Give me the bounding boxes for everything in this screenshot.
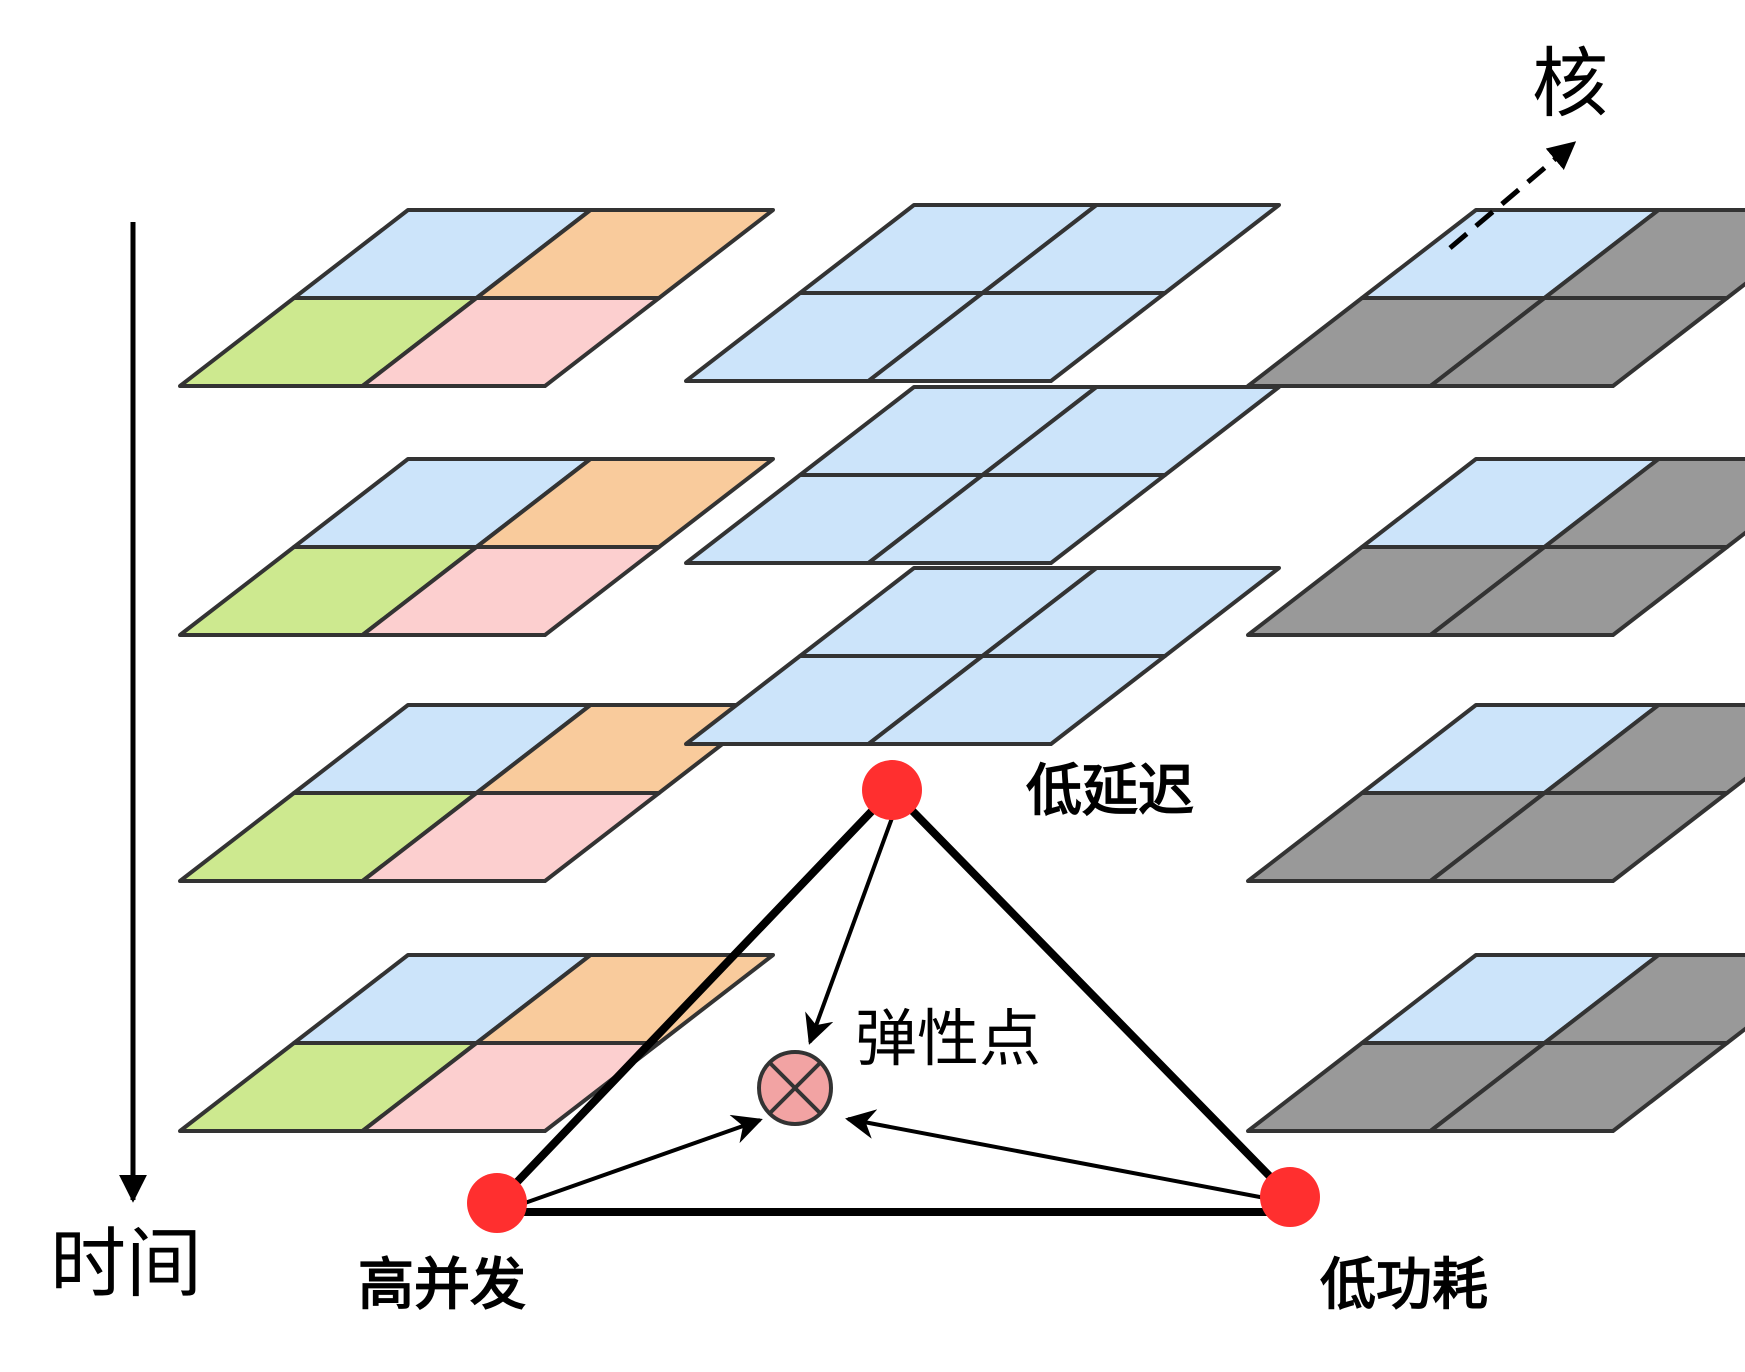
core-cell [1428, 296, 1729, 388]
core-layer [178, 208, 775, 388]
vertex-high-concurrency [467, 1173, 527, 1233]
core-layer [178, 457, 775, 637]
core-cell [1428, 545, 1729, 637]
vertex-low-latency [862, 760, 922, 820]
arrow-latency-to-elastic [805, 817, 894, 1045]
core-layer [684, 566, 1281, 746]
core-axis: 核 [1448, 39, 1608, 250]
time-axis-label: 时间 [50, 1219, 202, 1308]
core-cell [1428, 1041, 1729, 1133]
triangle-edge-right [889, 787, 1293, 1200]
core-layer [684, 385, 1281, 565]
high-concurrency-column [178, 208, 775, 1133]
low-latency-column [684, 203, 1281, 746]
label-high-concurrency: 高并发 [358, 1253, 526, 1318]
vertex-low-power [1260, 1167, 1320, 1227]
label-low-latency: 低延迟 [1026, 759, 1194, 824]
core-layer [1246, 457, 1745, 637]
elastic-point-marker [757, 1050, 833, 1126]
core-layer [1246, 953, 1745, 1133]
core-cell [866, 473, 1167, 565]
core-layer [178, 953, 775, 1133]
core-layer [1246, 703, 1745, 883]
core-direction-arrow [1448, 141, 1577, 250]
label-elastic-point: 弹性点 [855, 1002, 1041, 1075]
core-cell [866, 654, 1167, 746]
arrow-concurrency-to-elastic [521, 1114, 763, 1206]
core-layer-stacks [178, 203, 1745, 1133]
core-cell [866, 291, 1167, 383]
arrow-power-to-elastic [845, 1109, 1266, 1200]
time-axis: 时间 [50, 222, 202, 1308]
core-cell [1428, 791, 1729, 883]
core-cell [360, 545, 661, 637]
triangle-edge-left [494, 787, 895, 1206]
core-layer [178, 703, 775, 883]
label-low-power: 低功耗 [1320, 1253, 1488, 1318]
core-cell [360, 791, 661, 883]
core-axis-label: 核 [1532, 39, 1608, 128]
core-layer [1246, 208, 1745, 388]
low-power-column [1246, 208, 1745, 1133]
core-cell [360, 1041, 661, 1133]
core-cell [360, 296, 661, 388]
tradeoff-triangle: 低延迟 高并发 低功耗 弹性点 [358, 759, 1488, 1318]
core-layer [684, 203, 1281, 383]
